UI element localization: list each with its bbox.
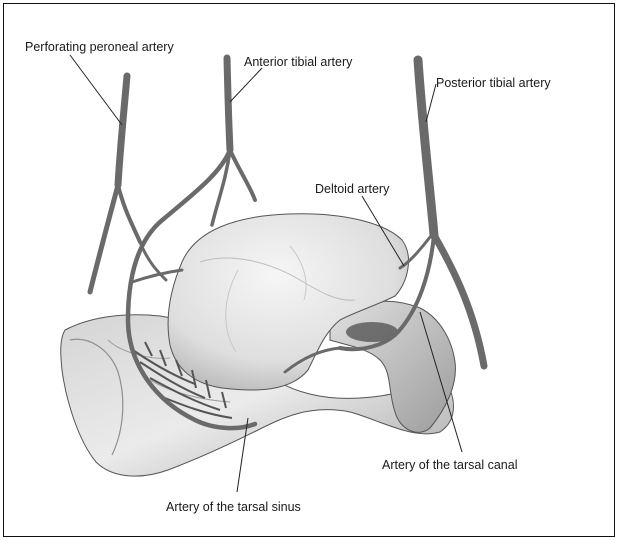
label-artery-of-tarsal-sinus: Artery of the tarsal sinus bbox=[166, 500, 301, 514]
label-deltoid-artery: Deltoid artery bbox=[315, 182, 389, 196]
label-posterior-tibial-artery: Posterior tibial artery bbox=[436, 76, 551, 90]
talus-bone bbox=[168, 214, 408, 390]
label-perforating-peroneal-artery: Perforating peroneal artery bbox=[25, 40, 174, 54]
label-anterior-tibial-artery: Anterior tibial artery bbox=[244, 55, 352, 69]
label-artery-of-tarsal-canal: Artery of the tarsal canal bbox=[382, 458, 517, 472]
